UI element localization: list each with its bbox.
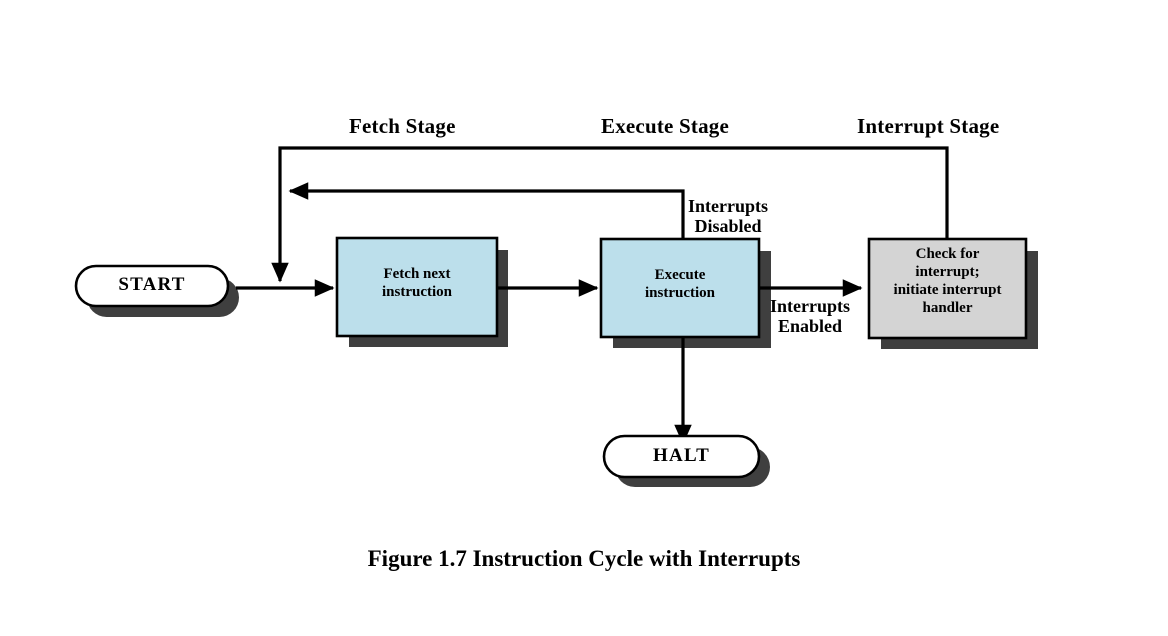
fetch-label: Fetch next instruction — [337, 265, 497, 301]
interrupt-label-line3: initiate interrupt — [893, 282, 1002, 298]
interrupt-label-line4: handler — [922, 300, 973, 316]
execute-label-line1: Execute — [654, 267, 706, 283]
connectors — [236, 146, 949, 445]
stage-label-fetch: Fetch Stage — [349, 114, 456, 138]
interrupt-label: Check for interrupt; initiate interrupt … — [869, 245, 1026, 317]
execute-label-line2: instruction — [644, 285, 715, 301]
halt-label: HALT — [653, 445, 710, 466]
nodes — [74, 236, 1028, 479]
edge-execute-loopback — [288, 182, 685, 240]
fetch-label-line2: instruction — [381, 284, 452, 300]
interrupts-enabled-line1: Interrupts — [770, 296, 850, 316]
interrupt-label-line2: interrupt; — [915, 264, 980, 280]
interrupt-box[interactable] — [867, 237, 1028, 340]
edge-label-interrupts-enabled: Interrupts Enabled — [770, 296, 850, 336]
fetch-box[interactable] — [335, 236, 499, 338]
interrupts-disabled-line1: Interrupts — [688, 196, 768, 216]
figure-caption: Figure 1.7 Instruction Cycle with Interr… — [367, 546, 801, 571]
stage-label-execute: Execute Stage — [601, 114, 729, 138]
interrupts-disabled-line2: Disabled — [694, 216, 762, 237]
start-label: START — [118, 274, 186, 295]
interrupt-label-line1: Check for — [915, 246, 980, 262]
stage-label-interrupt: Interrupt Stage — [857, 114, 1000, 138]
execute-label: Execute instruction — [601, 266, 759, 302]
fetch-label-line1: Fetch next — [383, 266, 451, 282]
edge-label-interrupts-disabled: Interrupts Disabled — [688, 196, 768, 236]
edge-interrupt-loopback — [271, 146, 949, 283]
execute-box[interactable] — [599, 237, 761, 339]
start-terminator[interactable] — [74, 264, 230, 308]
interrupts-enabled-line2: Enabled — [777, 316, 843, 337]
halt-terminator[interactable] — [602, 434, 761, 479]
